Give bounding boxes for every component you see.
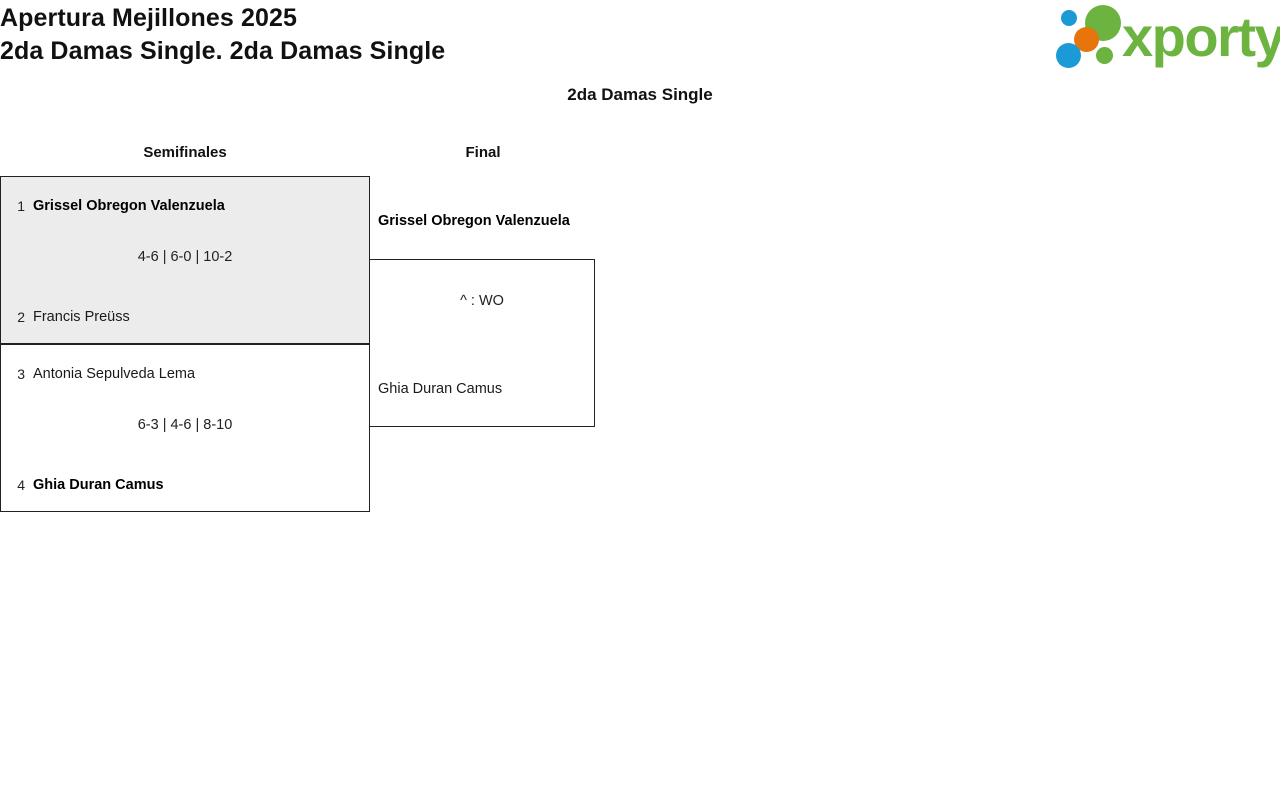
round-header-semifinales: Semifinales	[143, 144, 227, 161]
xporty-logo[interactable]: xporty	[1052, 2, 1280, 72]
match-score: 6-3 | 4-6 | 8-10	[137, 417, 233, 433]
player-name: Ghia Duran Camus	[378, 381, 503, 397]
match-semifinal-2[interactable]: 3 Antonia Sepulveda Lema 6-3 | 4-6 | 8-1…	[0, 344, 370, 512]
match-semifinal-1[interactable]: 1 Grissel Obregon Valenzuela 4-6 | 6-0 |…	[0, 176, 370, 344]
match-competitor-top[interactable]: 1 Grissel Obregon Valenzuela	[1, 194, 369, 218]
player-name: Grissel Obregon Valenzuela	[33, 198, 225, 214]
match-competitor-bottom[interactable]: Ghia Duran Camus	[378, 377, 502, 401]
player-name: Grissel Obregon Valenzuela	[378, 213, 570, 229]
player-name: Ghia Duran Camus	[33, 477, 164, 493]
player-name: Francis Preüss	[33, 309, 130, 325]
seed-number: 2	[17, 309, 25, 325]
seed-number: 3	[17, 366, 25, 382]
match-competitor-bottom[interactable]: 2 Francis Preüss	[1, 305, 369, 329]
logo-dot-blue-bottom-icon	[1056, 43, 1081, 68]
tournament-name: Apertura Mejillones 2025	[0, 4, 297, 32]
logo-dot-green-small-icon	[1096, 47, 1113, 64]
category-heading: 2da Damas Single	[567, 85, 713, 104]
logo-wordmark: xporty	[1122, 5, 1280, 68]
match-competitor-top[interactable]: Grissel Obregon Valenzuela	[378, 209, 570, 233]
seed-number: 4	[17, 477, 25, 493]
match-final[interactable]: Grissel Obregon Valenzuela ^ : WO Ghia D…	[369, 213, 595, 427]
round-header-final: Final	[465, 144, 501, 161]
match-score: ^ : WO	[460, 293, 504, 309]
match-competitor-bottom[interactable]: 4 Ghia Duran Camus	[1, 473, 369, 497]
page-header: Apertura Mejillones 2025 2da Damas Singl…	[0, 0, 1280, 75]
match-competitor-top[interactable]: 3 Antonia Sepulveda Lema	[1, 362, 369, 386]
seed-number: 1	[17, 198, 25, 214]
logo-dot-blue-top-icon	[1061, 10, 1077, 26]
page-title: Apertura Mejillones 2025 2da Damas Singl…	[0, 2, 445, 68]
match-score: 4-6 | 6-0 | 10-2	[137, 249, 233, 265]
tournament-category: 2da Damas Single. 2da Damas Single	[0, 37, 446, 65]
player-name: Antonia Sepulveda Lema	[33, 366, 196, 382]
